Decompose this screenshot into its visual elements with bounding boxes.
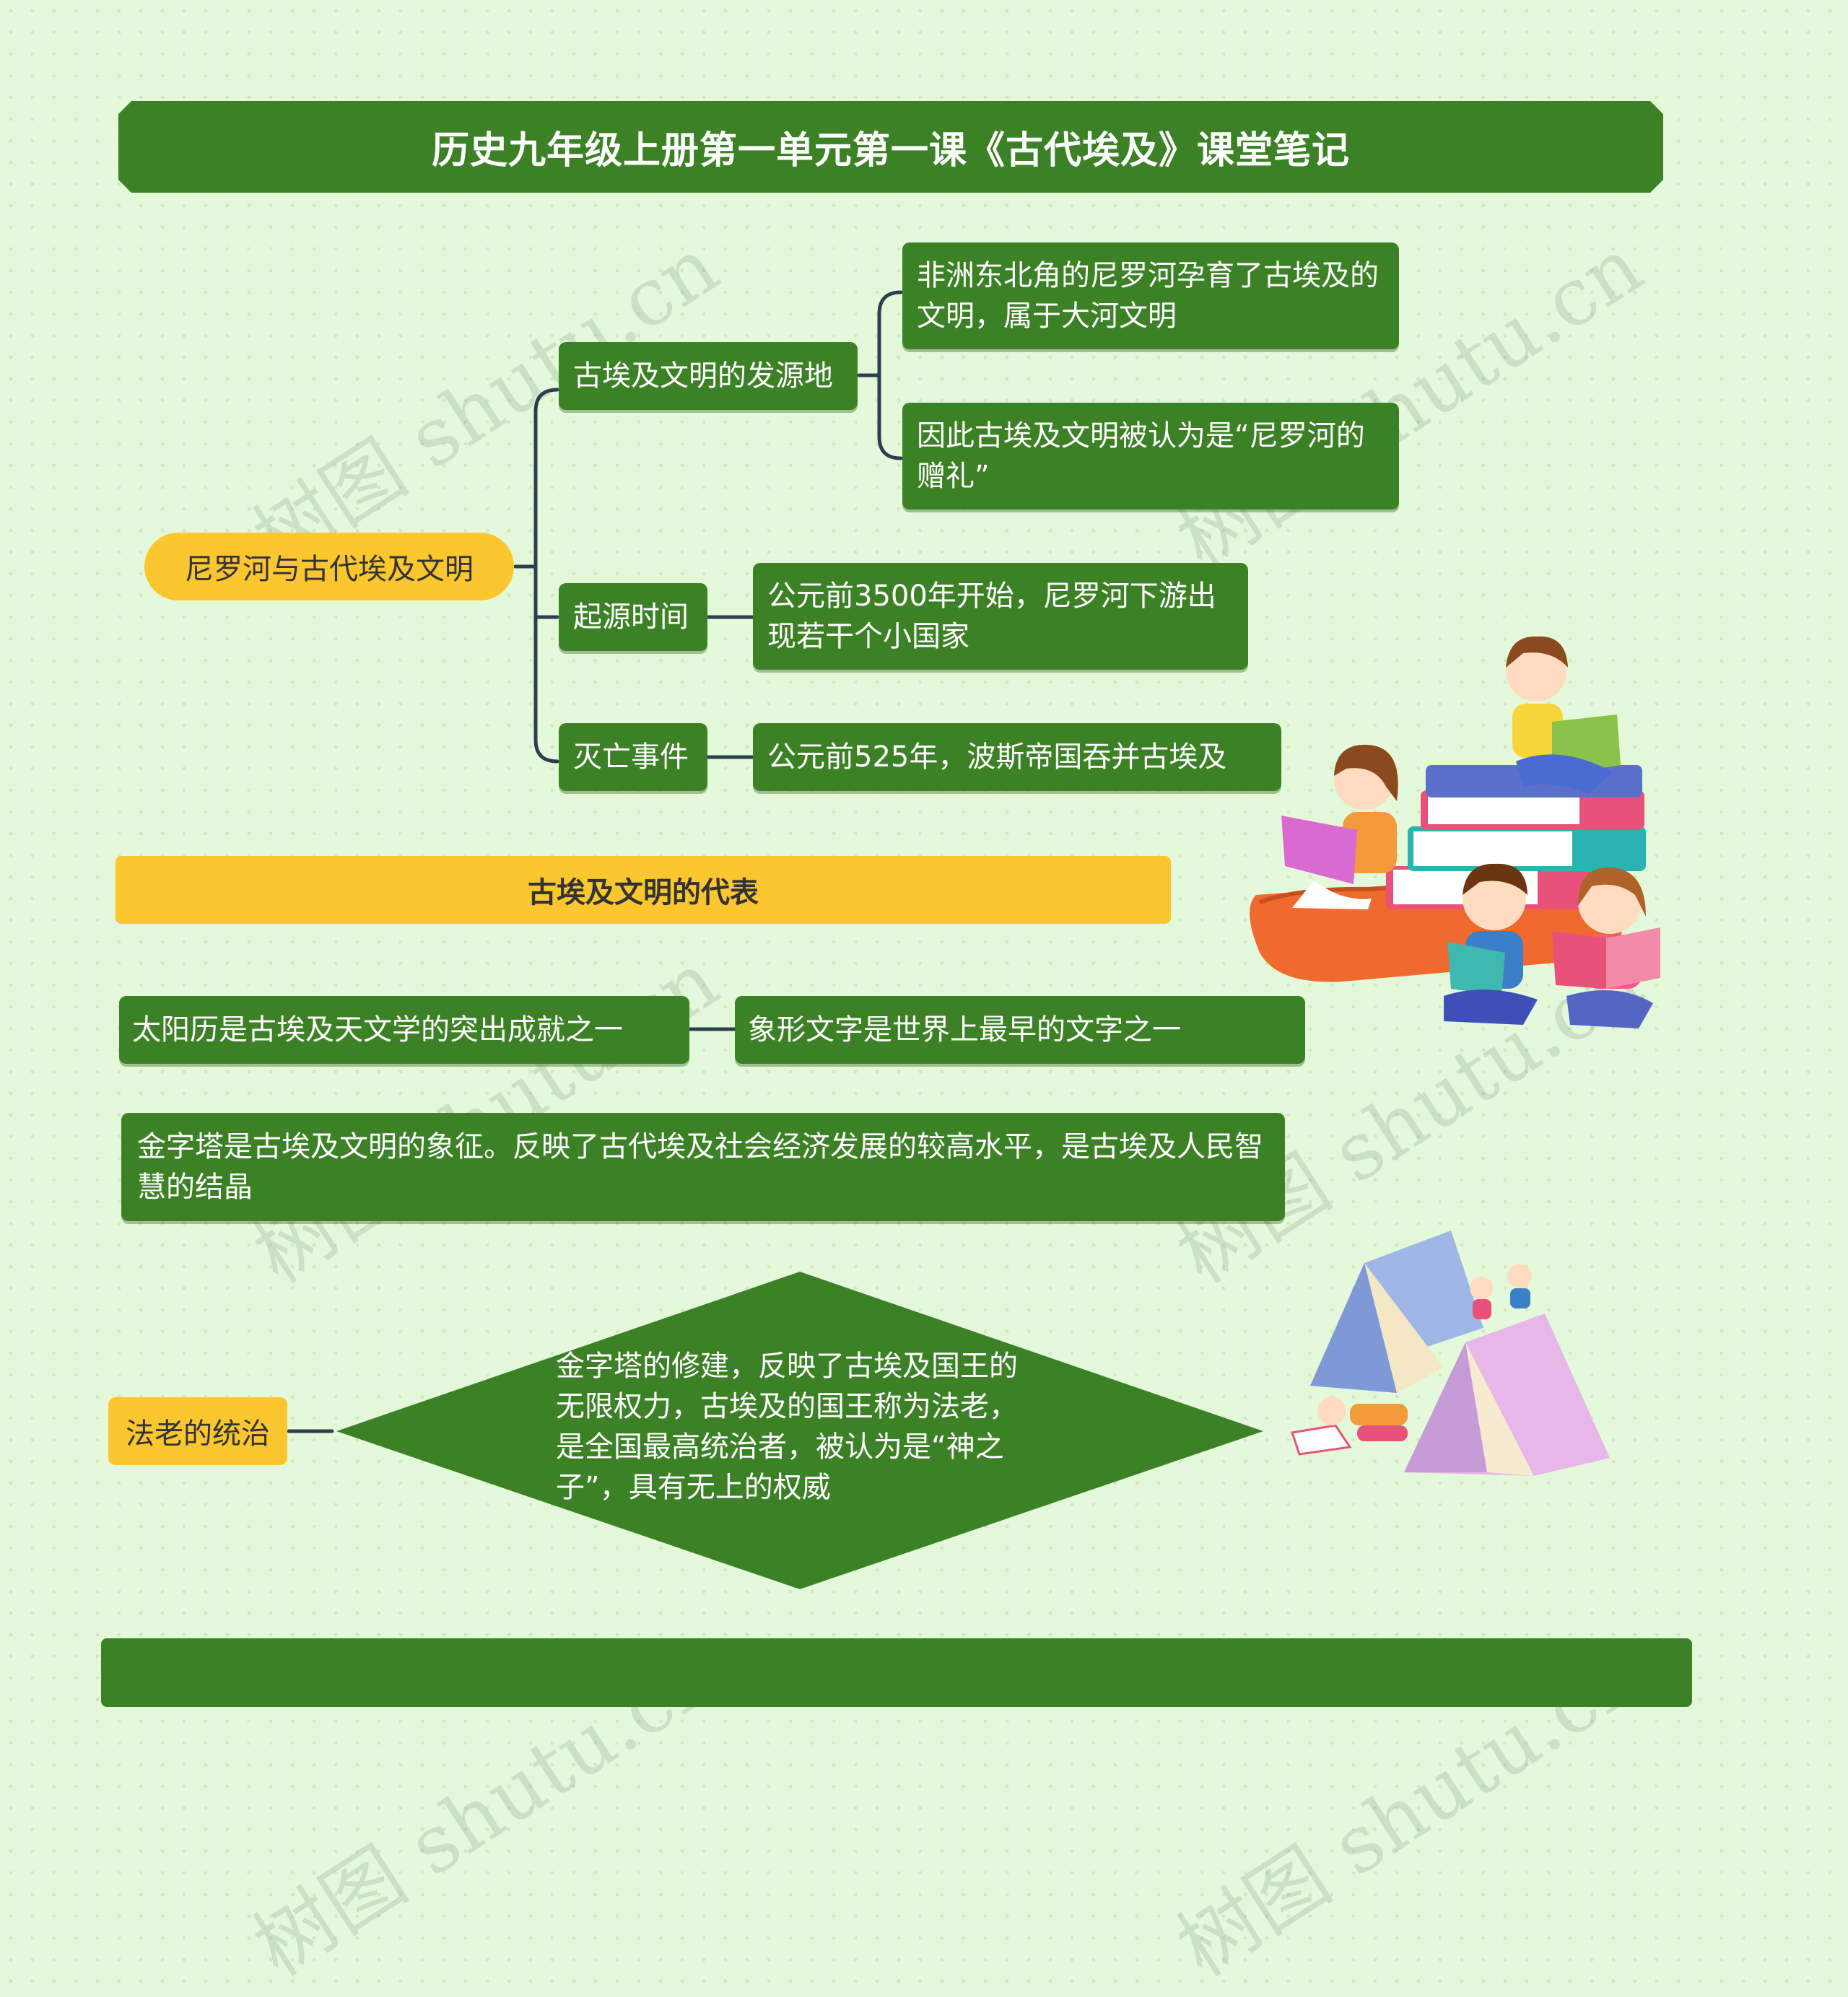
book-tents-illustration [0,0,1848,1809]
